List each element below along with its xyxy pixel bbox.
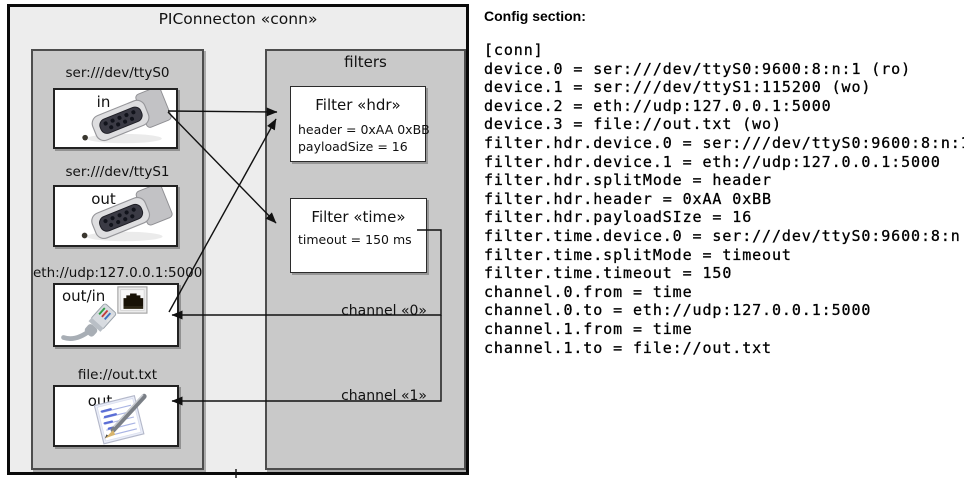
channel-1-label: channel «1»: [341, 388, 427, 404]
filter-hdr-box: Filter «hdr» header = 0xAA 0xBB payloadS…: [290, 86, 430, 162]
serial-port-icon: [82, 90, 172, 144]
filter-time-box: Filter «time» timeout = 150 ms: [290, 198, 427, 273]
filter-title: Filter «time»: [311, 208, 406, 226]
ethernet-connector-icon: [61, 286, 148, 341]
device-direction-label: in: [96, 93, 111, 111]
filter-title: Filter «hdr»: [315, 96, 401, 114]
diagram-title: PIConnecton «conn»: [158, 10, 318, 28]
config-line: [conn]: [484, 41, 544, 59]
config-line: filter.time.timeout = 150: [484, 264, 733, 283]
device-uri-label: eth://udp:127.0.0.1:5000: [33, 265, 203, 281]
filters-panel: filters Filter «hdr» header = 0xAA 0xBB …: [265, 49, 466, 470]
config-line: device.1 = ser:///dev/ttyS1:115200 (wo): [484, 78, 872, 97]
config-line: filter.time.device.0 = ser:///dev/ttyS0:…: [484, 226, 964, 245]
filter-property: payloadSize = 16: [298, 138, 408, 154]
config-line: filter.hdr.device.0 = ser:///dev/ttyS0:9…: [484, 133, 964, 152]
serial-port-icon: [81, 187, 173, 242]
config-heading: Config section:: [484, 8, 586, 24]
devices-panel: ser:///dev/ttyS0 in: [31, 49, 204, 470]
config-line: filter.hdr.header = 0xAA 0xBB: [484, 189, 772, 208]
config-line: device.0 = ser:///dev/ttyS0:9600:8:n:1 (…: [484, 59, 912, 78]
device-direction-label: out/in: [62, 287, 106, 305]
config-line: channel.1.from = time: [484, 319, 693, 338]
device-uri-label: ser:///dev/ttyS1: [65, 164, 170, 180]
device-box-eth: out/in: [53, 283, 179, 347]
config-line: filter.hdr.splitMode = header: [484, 171, 772, 190]
config-line: filter.hdr.payloadSIze = 16: [484, 208, 753, 227]
channel-0-label: channel «0»: [341, 303, 427, 319]
device-direction-label: out: [91, 190, 116, 208]
notepad-pen-icon: [93, 393, 147, 445]
config-lines: [conn] device.0 = ser:///dev/ttyS0:9600:…: [484, 41, 964, 357]
device-uri-label: file://out.txt: [77, 367, 158, 383]
config-line: filter.time.splitMode = timeout: [484, 245, 792, 264]
piconnector-diagram: PIConnecton «conn» ser:///dev/ttyS0 in: [7, 4, 469, 475]
config-line: channel.0.to = eth://udp:127.0.0.1:5000: [484, 301, 872, 320]
device-uri-label: ser:///dev/ttyS0: [65, 65, 170, 81]
config-line: channel.1.to = file://out.txt: [484, 338, 772, 357]
config-line: device.2 = eth://udp:127.0.0.1:5000: [484, 96, 832, 115]
device-box-file: out: [53, 385, 179, 447]
filter-property: header = 0xAA 0xBB: [298, 122, 430, 137]
device-box-ttys1: out: [53, 185, 178, 247]
config-section: Config section: [conn] device.0 = ser://…: [484, 0, 964, 484]
filters-panel-label: filters: [344, 53, 387, 71]
config-line: filter.hdr.device.1 = eth://udp:127.0.0.…: [484, 152, 941, 171]
config-line: channel.0.from = time: [484, 282, 693, 301]
filter-property: timeout = 150 ms: [298, 232, 412, 247]
device-box-ttys0: in: [53, 88, 178, 149]
config-line: device.3 = file://out.txt (wo): [484, 115, 782, 134]
